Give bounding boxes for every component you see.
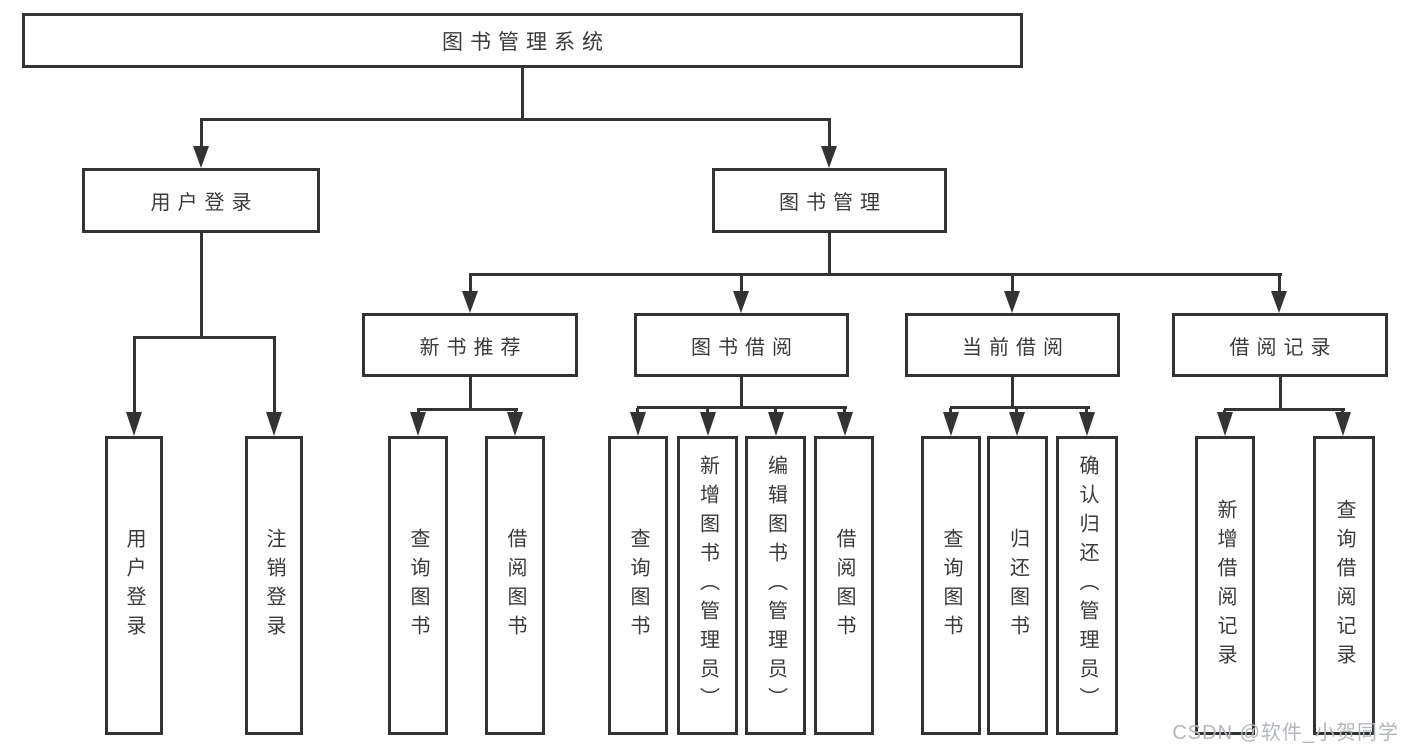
connector-current-stub2 <box>1015 408 1018 414</box>
connector-root-hline <box>200 118 831 121</box>
arrow-to-current-borrow <box>1004 291 1020 313</box>
connector-book-mgmt-drop1 <box>469 275 472 292</box>
connector-book-mgmt-vline <box>828 233 831 276</box>
leaf-nb-query-books: 查询图书 <box>388 436 448 735</box>
leaf-bb-borrow-books-label: 借阅图书 <box>833 527 855 644</box>
arrow-to-cb-query <box>943 412 959 436</box>
arrow-to-br-query <box>1335 412 1351 436</box>
connector-new-books-vline <box>469 377 472 410</box>
arrow-to-user-login <box>193 146 209 168</box>
leaf-bb-query-books: 查询图书 <box>608 436 668 735</box>
leaf-logout-label: 注销登录 <box>263 527 285 644</box>
leaf-user-login-label: 用户登录 <box>123 527 145 644</box>
connector-current-stub3 <box>1085 408 1088 414</box>
leaf-user-login: 用户登录 <box>105 436 163 735</box>
connector-current-hline <box>950 406 1090 409</box>
node-user-login: 用户登录 <box>82 168 320 233</box>
connector-borrow-hline <box>637 406 847 409</box>
leaf-cb-confirm-return-admin-label: 确认归还（管理员） <box>1076 455 1098 716</box>
connector-new-books-hline <box>417 408 518 411</box>
node-user-login-label: 用户登录 <box>150 192 259 214</box>
arrow-to-leaf-logout <box>266 412 282 436</box>
connector-book-mgmt-drop4 <box>1278 275 1281 292</box>
node-library-system-label: 图书管理系统 <box>442 30 610 54</box>
arrow-to-leaf-user-login <box>126 412 142 436</box>
connector-borrow-stub3 <box>774 408 777 414</box>
leaf-bb-edit-books-admin: 编辑图书（管理员） <box>745 436 806 735</box>
leaf-logout: 注销登录 <box>245 436 303 735</box>
arrow-to-new-books <box>462 291 478 313</box>
arrow-to-nb-query <box>410 412 426 436</box>
arrow-to-br-add <box>1217 412 1233 436</box>
arrow-to-cb-return <box>1009 412 1025 436</box>
leaf-nb-query-books-label: 查询图书 <box>407 527 429 644</box>
leaf-cb-query-books: 查询图书 <box>921 436 981 735</box>
connector-book-mgmt-hline <box>469 273 1282 276</box>
connector-book-mgmt-drop3 <box>1011 275 1014 292</box>
node-book-mgmt: 图书管理 <box>712 168 947 233</box>
arrow-to-bb-edit <box>768 412 784 436</box>
node-current-borrow: 当前借阅 <box>905 313 1120 377</box>
node-current-borrow-label: 当前借阅 <box>962 336 1070 359</box>
connector-root-drop-left <box>200 120 203 146</box>
arrow-to-bb-query <box>630 412 646 436</box>
leaf-cb-return-books-label: 归还图书 <box>1006 527 1029 644</box>
node-new-books-label: 新书推荐 <box>419 336 528 359</box>
arrow-to-nb-borrow <box>507 412 523 436</box>
connector-current-stub1 <box>949 408 952 414</box>
leaf-bb-add-books-admin: 新增图书（管理员） <box>677 436 738 735</box>
leaf-bb-query-books-label: 查询图书 <box>627 527 649 644</box>
leaf-cb-return-books: 归还图书 <box>987 436 1048 735</box>
connector-borrow-stub4 <box>843 408 846 414</box>
arrow-to-bb-add <box>700 412 716 436</box>
connector-borrow-stub1 <box>636 408 639 414</box>
connector-book-mgmt-drop2 <box>740 275 743 292</box>
leaf-cb-query-books-label: 查询图书 <box>940 527 962 644</box>
connector-user-login-drop2 <box>273 338 276 413</box>
connector-records-hline <box>1224 408 1345 411</box>
leaf-cb-confirm-return-admin: 确认归还（管理员） <box>1056 436 1118 735</box>
leaf-br-query-record: 查询借阅记录 <box>1313 436 1375 735</box>
arrow-to-book-borrow <box>733 291 749 313</box>
node-borrow-records-label: 借阅记录 <box>1229 336 1338 359</box>
node-book-mgmt-label: 图书管理 <box>779 192 887 214</box>
leaf-bb-edit-books-admin-label: 编辑图书（管理员） <box>764 455 787 716</box>
leaf-br-query-record-label: 查询借阅记录 <box>1333 498 1355 673</box>
leaf-bb-borrow-books: 借阅图书 <box>814 436 874 735</box>
csdn-watermark: CSDN @软件_小贺同学 <box>1172 722 1399 744</box>
connector-root-vline <box>521 68 524 121</box>
node-library-system: 图书管理系统 <box>22 13 1023 68</box>
connector-user-login-hline <box>133 336 276 339</box>
node-book-borrow-label: 图书借阅 <box>691 336 799 359</box>
node-new-books: 新书推荐 <box>362 313 578 377</box>
arrow-to-borrow-records <box>1271 291 1287 313</box>
node-book-borrow: 图书借阅 <box>634 313 849 377</box>
connector-current-vline <box>1011 377 1014 408</box>
leaf-nb-borrow-books: 借阅图书 <box>485 436 545 735</box>
arrow-to-cb-confirm <box>1079 412 1095 436</box>
connector-borrow-vline <box>740 377 743 408</box>
connector-records-vline <box>1279 377 1282 410</box>
leaf-bb-add-books-admin-label: 新增图书（管理员） <box>696 455 719 716</box>
leaf-nb-borrow-books-label: 借阅图书 <box>504 527 526 644</box>
node-borrow-records: 借阅记录 <box>1172 313 1388 377</box>
connector-root-drop-right <box>828 120 831 146</box>
connector-user-login-drop1 <box>133 338 136 413</box>
leaf-br-add-record-label: 新增借阅记录 <box>1214 498 1236 673</box>
connector-user-login-vline <box>200 233 203 339</box>
arrow-to-book-mgmt <box>821 146 837 168</box>
leaf-br-add-record: 新增借阅记录 <box>1195 436 1255 735</box>
arrow-to-bb-borrow <box>837 412 853 436</box>
connector-borrow-stub2 <box>706 408 709 414</box>
